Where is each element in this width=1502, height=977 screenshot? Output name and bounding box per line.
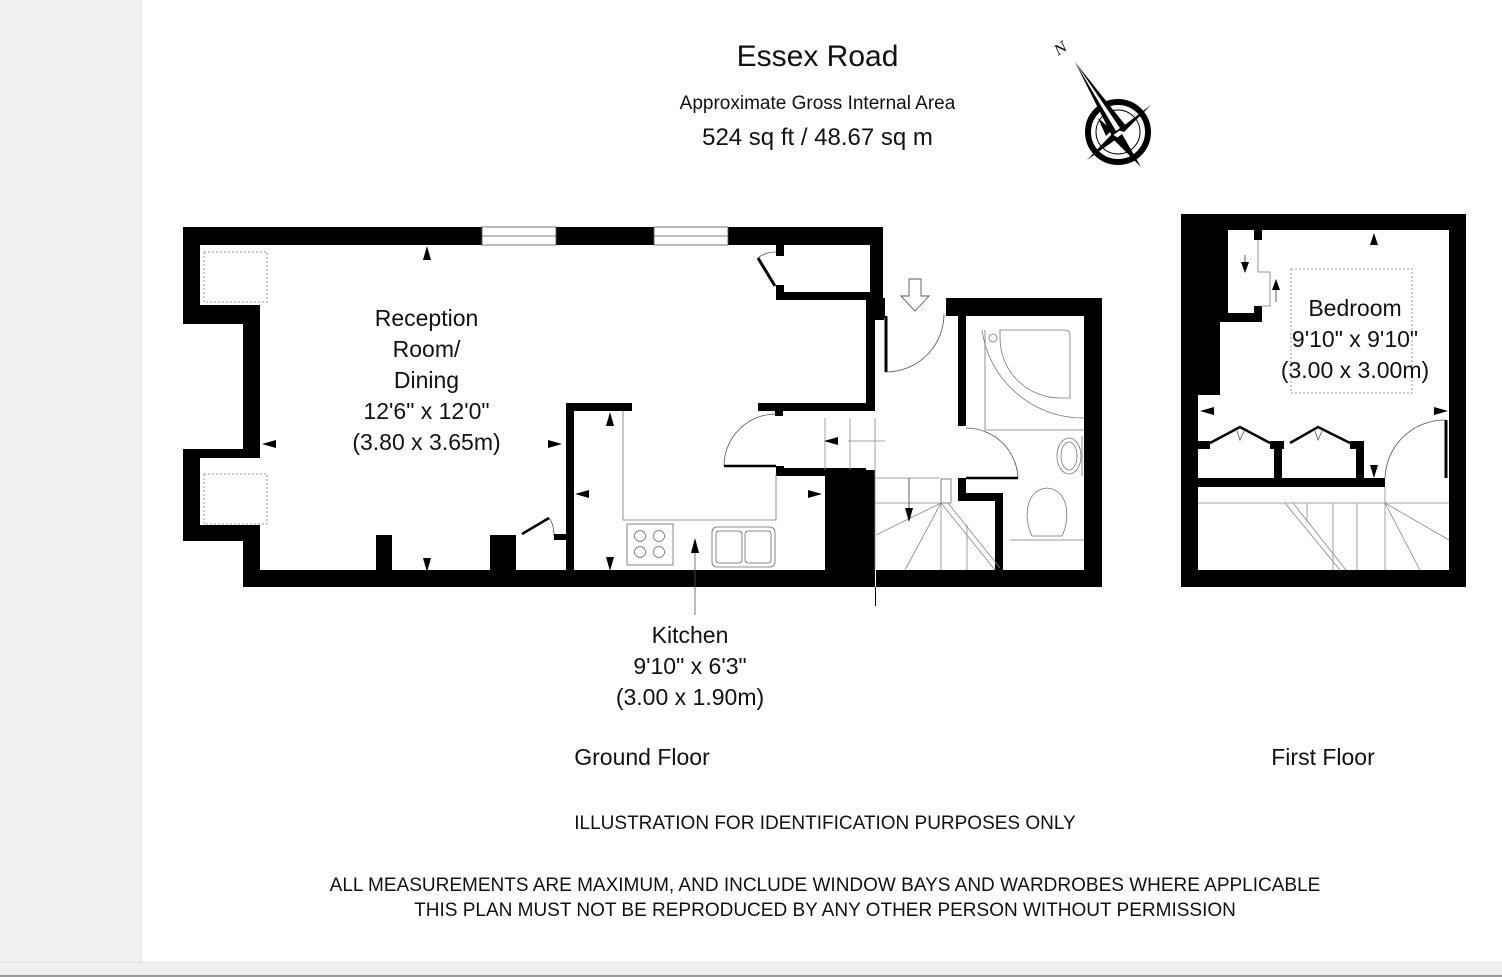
- area-caption: Approximate Gross Internal Area: [679, 93, 956, 114]
- viewer-left-margin: [0, 0, 142, 962]
- room-name: Room/: [392, 336, 461, 362]
- room-label-bedroom: Bedroom 9'10" x 9'10" (3.00 x 3.00m): [1270, 293, 1440, 386]
- room-label-reception: Reception Room/ Dining 12'6" x 12'0" (3.…: [320, 303, 533, 458]
- room-name: Dining: [393, 367, 460, 393]
- room-name: Kitchen: [651, 622, 729, 648]
- page-title: Essex Road: [736, 40, 899, 73]
- floor-label-first: First Floor: [1271, 744, 1375, 770]
- room-label-kitchen: Kitchen 9'10" x 6'3" (3.00 x 1.90m): [590, 620, 790, 713]
- room-dimensions-imperial: 9'10" x 9'10": [1291, 326, 1419, 352]
- room-dimensions-metric: (3.00 x 3.00m): [1280, 357, 1430, 383]
- entrance-arrow-icon: [899, 278, 931, 312]
- room-name: Reception: [374, 305, 479, 331]
- horizontal-scrollbar[interactable]: [0, 962, 1502, 977]
- room-dimensions-metric: (3.80 x 3.65m): [352, 429, 501, 455]
- north-compass-icon: [1075, 62, 1151, 167]
- shower-tray-icon: [999, 329, 1071, 399]
- toilet-icon: [1026, 487, 1068, 537]
- reception-walls: [183, 227, 883, 587]
- copyright-notice: THIS PLAN MUST NOT BE REPRODUCED BY ANY …: [414, 900, 1236, 921]
- basin-icon: [1056, 437, 1082, 475]
- hall-bathroom-walls: [860, 298, 1102, 606]
- sink-icon: [711, 526, 776, 568]
- bay-outline: [203, 473, 268, 525]
- first-floor-plan: [1181, 214, 1466, 587]
- room-dimensions-imperial: 9'10" x 6'3": [633, 653, 747, 679]
- ground-floor-plan: [183, 226, 1102, 615]
- room-name: Bedroom: [1308, 295, 1402, 321]
- identification-notice: ILLUSTRATION FOR IDENTIFICATION PURPOSES…: [574, 813, 1076, 834]
- measurement-disclaimer: ALL MEASUREMENTS ARE MAXIMUM, AND INCLUD…: [329, 875, 1321, 896]
- gross-area: 524 sq ft / 48.67 sq m: [702, 124, 933, 151]
- floor-label-ground: Ground Floor: [574, 744, 710, 770]
- hob-icon: [626, 523, 674, 566]
- staircase: [1198, 487, 1450, 571]
- room-dimensions-metric: (3.00 x 1.90m): [615, 684, 765, 710]
- room-dimensions-imperial: 12'6" x 12'0": [363, 398, 490, 424]
- bay-outline: [203, 251, 268, 303]
- bedroom-outline: [1290, 268, 1413, 394]
